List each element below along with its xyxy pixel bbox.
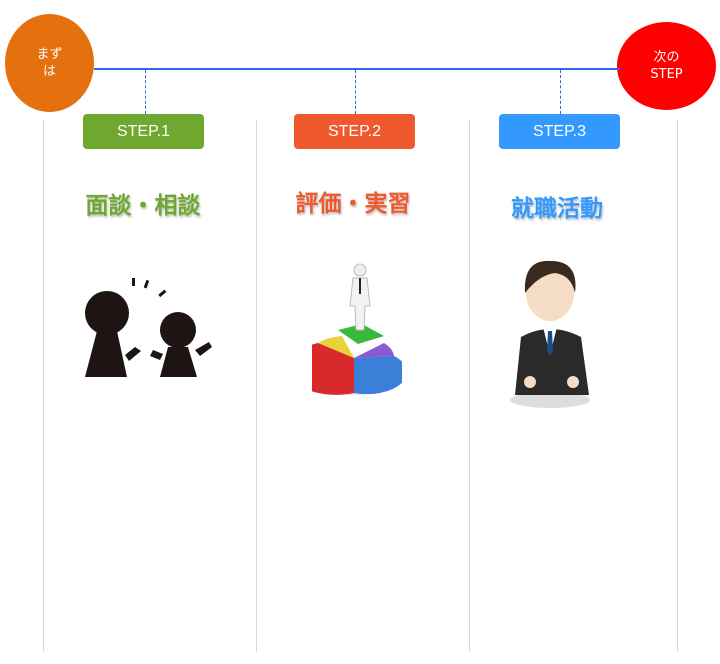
column-divider	[469, 120, 470, 652]
step-3-title: 就職活動	[511, 196, 603, 222]
step-3-badge: STEP.3	[499, 114, 620, 149]
start-label-2: は	[42, 64, 56, 79]
connector	[145, 70, 146, 114]
pie-chart-person-icon	[312, 263, 402, 395]
businessman-icon	[510, 260, 590, 408]
next-label-2: STEP	[650, 67, 683, 82]
step-2-title: 評価・実習	[295, 191, 411, 217]
conversation-icon	[85, 278, 212, 377]
step-2-badge: STEP.2	[294, 114, 415, 149]
column-divider	[256, 120, 257, 652]
connector	[560, 70, 561, 114]
step-1-badge: STEP.1	[83, 114, 204, 149]
next-label: 次の	[653, 50, 680, 65]
column-divider	[43, 120, 44, 652]
start-label: まず	[36, 47, 63, 62]
timeline-line	[94, 68, 620, 70]
connector	[355, 70, 356, 114]
start-circle: まずは	[5, 14, 94, 112]
step-1-title: 面談・相談	[85, 193, 201, 219]
next-step-circle: 次の STEP	[617, 22, 716, 110]
column-divider	[677, 120, 678, 652]
